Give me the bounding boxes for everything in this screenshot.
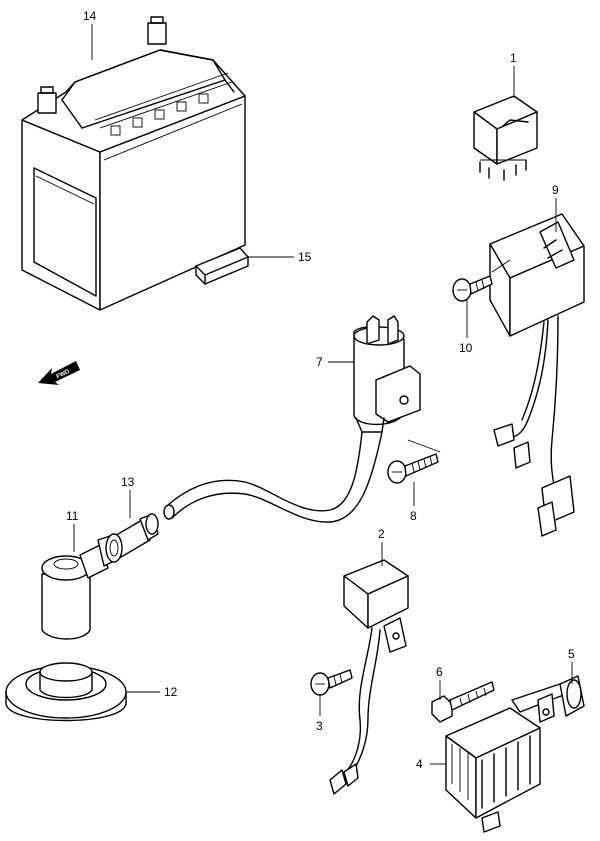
callout-7: 7 [316, 355, 323, 369]
spark-plug-cap[interactable] [41, 535, 117, 640]
coil-mounting-screw[interactable] [387, 439, 441, 484]
callout-1: 1 [510, 51, 517, 65]
fwd-arrow-icon: FWD [38, 361, 80, 385]
callout-labels: 14 15 1 9 10 7 8 13 11 12 2 3 4 6 5 [66, 9, 575, 771]
callout-4: 4 [416, 757, 423, 771]
battery[interactable] [21, 16, 246, 311]
callout-15: 15 [298, 250, 312, 264]
callout-9: 9 [552, 183, 559, 197]
relay-mounting-screw[interactable] [310, 669, 353, 696]
callout-14: 14 [83, 9, 97, 23]
callout-10: 10 [459, 341, 473, 355]
callout-12: 12 [164, 685, 178, 699]
spark-plug-boot[interactable] [5, 662, 127, 722]
ignition-coil[interactable] [163, 315, 421, 523]
battery-terminal-negative [37, 86, 57, 114]
callout-2: 2 [378, 527, 385, 541]
callout-11: 11 [66, 509, 79, 523]
noise-suppressor[interactable] [105, 513, 159, 563]
callout-13: 13 [121, 475, 135, 489]
regulator-rectifier[interactable] [445, 707, 541, 833]
relay[interactable] [473, 95, 538, 181]
callout-8: 8 [410, 509, 417, 523]
callout-3: 3 [316, 719, 323, 733]
cdi-unit[interactable] [489, 213, 585, 537]
regulator-bracket[interactable] [511, 675, 585, 723]
fwd-label: FWD [56, 368, 71, 380]
battery-terminal-positive [147, 16, 167, 45]
turn-signal-relay[interactable] [329, 559, 409, 795]
leader-lines [73, 24, 573, 765]
cdi-mounting-screw[interactable] [452, 259, 511, 302]
callout-6: 6 [436, 665, 443, 679]
regulator-bolt[interactable] [431, 681, 495, 723]
callout-5: 5 [568, 647, 575, 661]
